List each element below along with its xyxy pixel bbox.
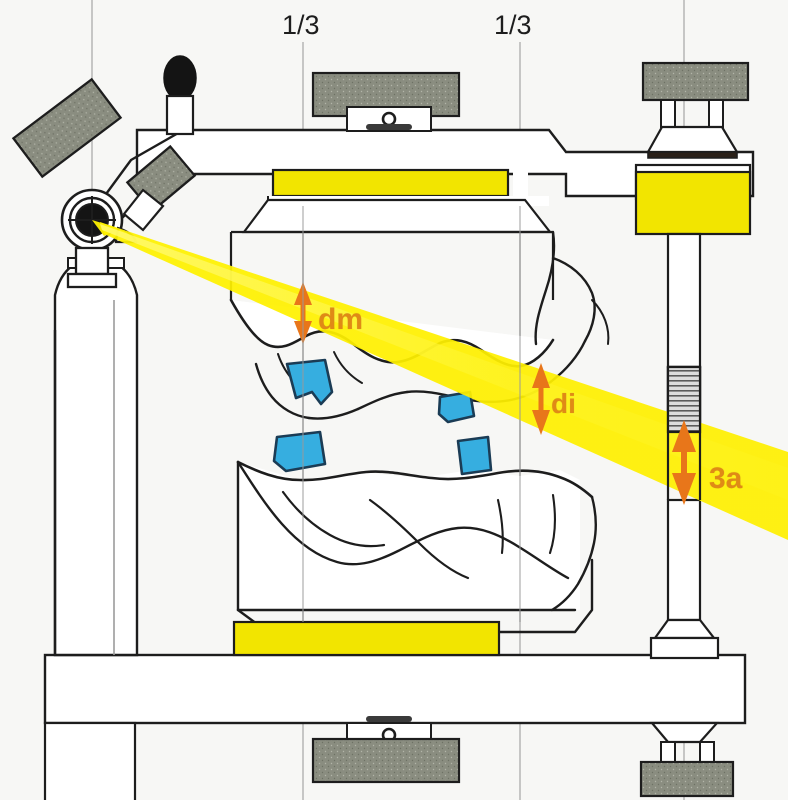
right-column-rod-lower: [666, 498, 702, 622]
gas-cylinder-stand: [53, 234, 139, 657]
laser-mount-panel: [11, 77, 123, 179]
blue-marker-3: [272, 430, 327, 473]
label-di: di: [551, 388, 576, 419]
right-column-yellow-block-top: [634, 163, 752, 236]
right-column-rod-upper: [666, 232, 702, 369]
laser-beam: [100, 222, 788, 540]
right-column-top-cap: [641, 61, 750, 159]
label-third-left: 1/3: [282, 10, 320, 40]
blue-marker-4: [456, 435, 493, 476]
collimator-block: [122, 144, 197, 232]
upper-crosshead-mount: [311, 71, 461, 132]
upper-platen: [229, 168, 555, 300]
dimension-arrow-di: [532, 363, 550, 435]
guide-lines-overlay: [302, 206, 521, 622]
lower-platen: [232, 620, 501, 657]
specimen-markers: [272, 358, 493, 476]
dimension-arrow-3a: [672, 420, 696, 505]
label-dm: dm: [318, 303, 363, 336]
frame-bottom-beam: [43, 653, 747, 725]
lower-base-mount: [311, 716, 461, 784]
frame-left-leg: [43, 721, 137, 800]
indicator-knob: [163, 55, 197, 136]
right-column-bottom-collar: [649, 618, 720, 660]
label-3a: 3a: [709, 462, 743, 495]
specimen-lower: [236, 460, 597, 634]
right-column-foot: [639, 721, 735, 798]
label-third-right: 1/3: [494, 10, 532, 40]
blue-marker-1: [285, 358, 334, 406]
